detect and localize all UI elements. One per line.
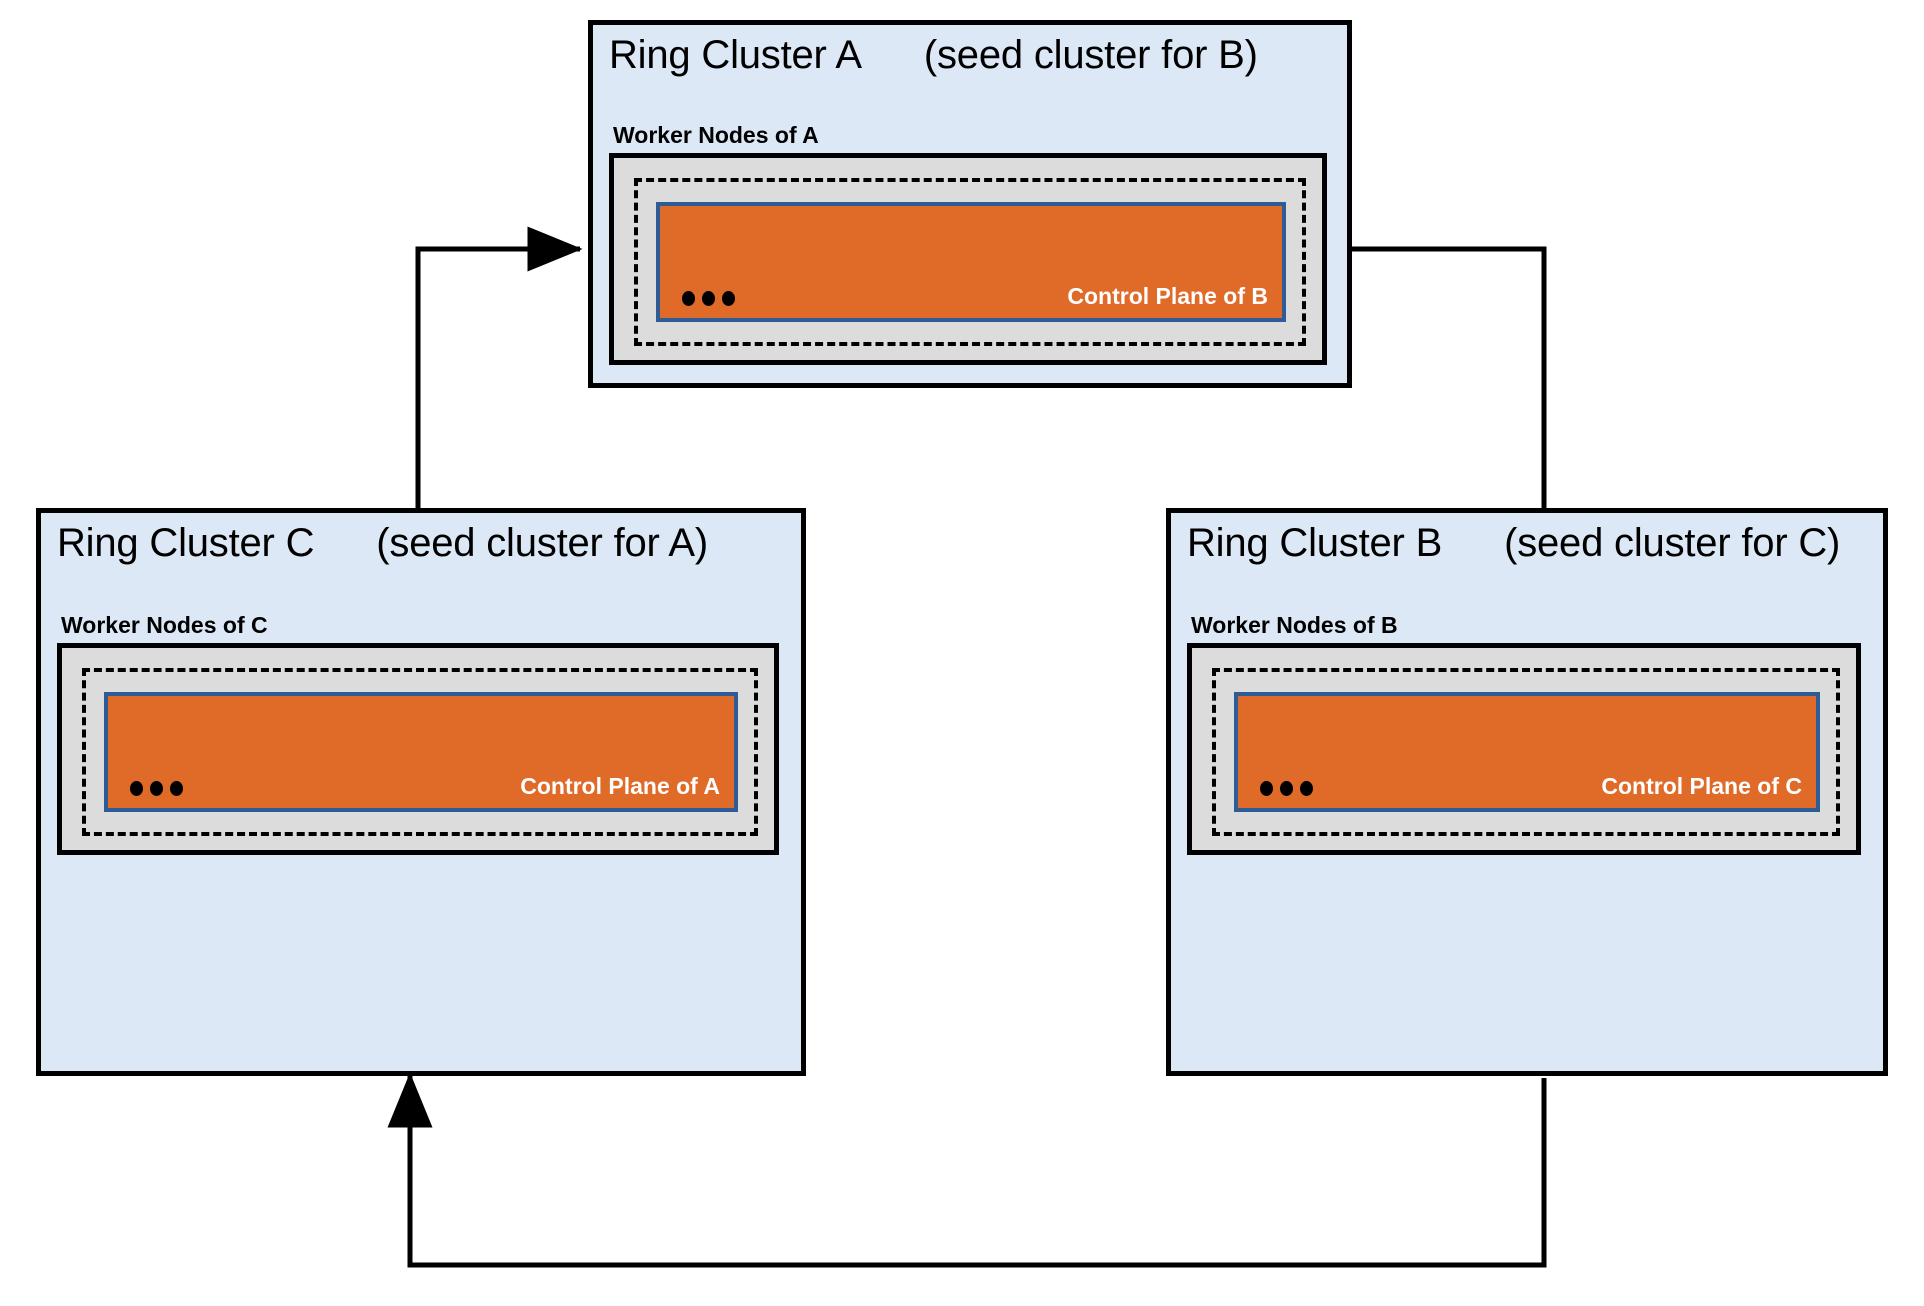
cluster-a-worker-label: Worker Nodes of A (613, 122, 819, 148)
cluster-b-name: Ring Cluster B (1187, 521, 1443, 565)
cluster-a-title: Ring Cluster A (seed cluster for B) (609, 33, 1258, 78)
cluster-c-worker-label: Worker Nodes of C (61, 612, 268, 638)
arrow-b-to-c (387, 1072, 1547, 1268)
cluster-a-control-plane-label: Control Plane of B (1067, 283, 1268, 309)
cluster-a[interactable]: Ring Cluster A (seed cluster for B) Worke… (588, 20, 1352, 388)
cluster-b-worker-label: Worker Nodes of B (1191, 612, 1398, 638)
cluster-c-worker-nodes: Control Plane of A (57, 643, 779, 855)
cluster-b-worker-nodes: Control Plane of C (1187, 643, 1861, 855)
cluster-b-ellipsis-icon (1260, 781, 1313, 796)
cluster-a-name: Ring Cluster A (609, 33, 862, 77)
cluster-c[interactable]: Ring Cluster C (seed cluster for A) Worke… (36, 508, 806, 1076)
cluster-b-control-plane[interactable]: Control Plane of C (1234, 692, 1820, 812)
cluster-c-control-plane[interactable]: Control Plane of A (104, 692, 738, 812)
cluster-a-node-boundary: Control Plane of B (634, 178, 1306, 346)
cluster-a-worker-nodes: Control Plane of B (609, 153, 1327, 365)
cluster-c-seed-note: (seed cluster for A) (376, 521, 708, 565)
cluster-c-ellipsis-icon (130, 781, 183, 796)
cluster-a-ellipsis-icon (682, 291, 735, 306)
cluster-c-control-plane-label: Control Plane of A (520, 773, 720, 799)
cluster-c-name: Ring Cluster C (57, 521, 315, 565)
cluster-a-seed-note: (seed cluster for B) (923, 33, 1258, 77)
cluster-b-control-plane-label: Control Plane of C (1601, 773, 1802, 799)
cluster-b-node-boundary: Control Plane of C (1212, 668, 1840, 836)
cluster-c-node-boundary: Control Plane of A (82, 668, 758, 836)
cluster-b-title: Ring Cluster B (seed cluster for C) (1187, 521, 1840, 566)
cluster-a-control-plane[interactable]: Control Plane of B (656, 202, 1286, 322)
cluster-c-title: Ring Cluster C (seed cluster for A) (57, 521, 708, 566)
cluster-b-seed-note: (seed cluster for C) (1504, 521, 1841, 565)
cluster-b[interactable]: Ring Cluster B (seed cluster for C) Worke… (1166, 508, 1888, 1076)
